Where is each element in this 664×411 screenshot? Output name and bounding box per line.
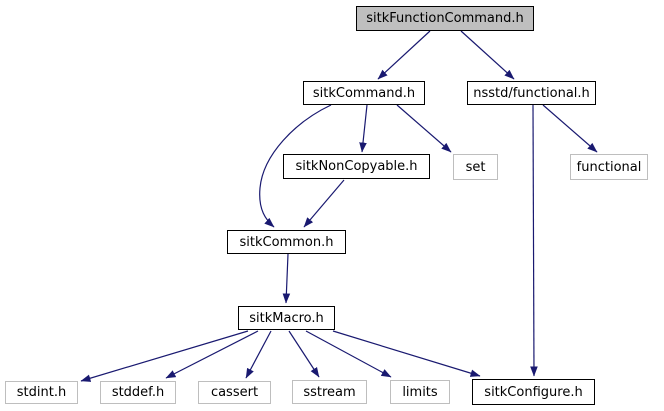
edge-sitkmacro-to-stdint bbox=[80, 330, 249, 382]
node-sitkcommon[interactable]: sitkCommon.h bbox=[227, 230, 346, 254]
node-stdint: stdint.h bbox=[5, 381, 78, 404]
node-functional: functional bbox=[570, 154, 648, 180]
edge-sitkmacro-to-cassert bbox=[245, 330, 272, 379]
edge-noncopyable-to-sitkcommon bbox=[303, 179, 345, 228]
node-limits: limits bbox=[390, 380, 450, 404]
edge-nsstd-to-functional bbox=[542, 104, 598, 153]
node-sitkfunctioncommand: sitkFunctionCommand.h bbox=[356, 6, 534, 31]
node-sitkconfigure[interactable]: sitkConfigure.h bbox=[472, 379, 595, 405]
edge-nsstd-to-sitkconfigure bbox=[530, 104, 538, 377]
edge-root-to-nsstd-functional bbox=[460, 30, 515, 80]
edge-sitkmacro-to-stddef bbox=[165, 330, 259, 379]
edge-root-to-sitkcommand bbox=[377, 30, 431, 80]
edge-sitkcommand-to-noncopyable bbox=[359, 104, 368, 153]
node-cassert: cassert bbox=[198, 381, 271, 404]
edge-sitkcommon-to-sitkmacro bbox=[282, 253, 291, 304]
node-stddef: stddef.h bbox=[100, 381, 176, 404]
edge-sitkmacro-to-limits bbox=[305, 330, 392, 378]
node-set: set bbox=[453, 154, 498, 180]
node-sitknoncopyable[interactable]: sitkNonCopyable.h bbox=[283, 154, 430, 179]
node-sstream: sstream bbox=[292, 380, 367, 404]
node-sitkmacro[interactable]: sitkMacro.h bbox=[238, 306, 335, 330]
edge-sitkcommand-to-set bbox=[396, 104, 452, 153]
edge-sitkmacro-to-sitkconfigure bbox=[332, 330, 481, 377]
node-nsstd-functional[interactable]: nsstd/functional.h bbox=[467, 81, 596, 105]
edge-sitkmacro-to-sstream bbox=[288, 330, 320, 378]
edge-sitkcommand-to-sitkcommon bbox=[259, 104, 332, 228]
node-sitkcommand[interactable]: sitkCommand.h bbox=[303, 81, 425, 105]
